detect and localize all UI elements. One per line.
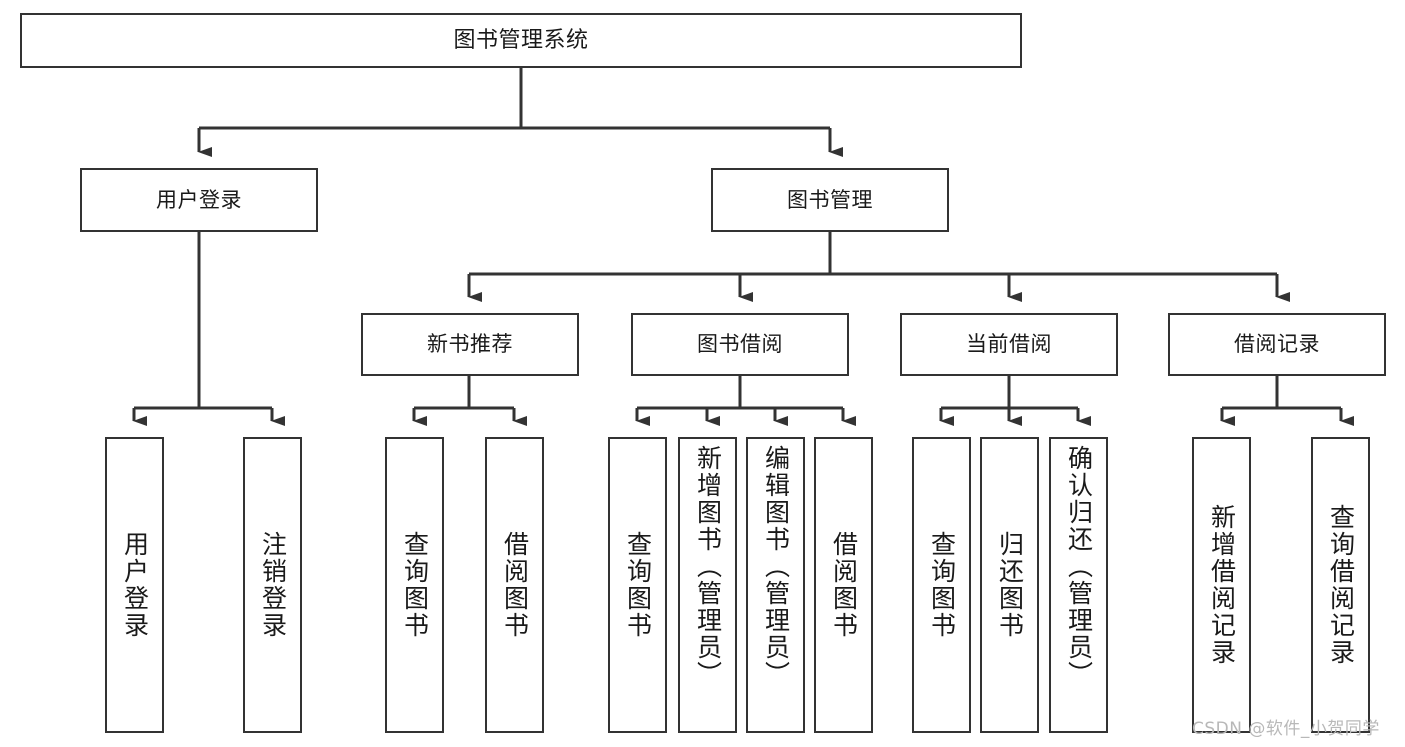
node-label: 图书管理 [787,187,873,212]
node-label: 新书推荐 [427,332,513,357]
node-label: 图书借阅 [697,332,783,357]
leaf-label: 借阅图书 [500,531,530,639]
csdn-watermark: CSDN @软件_小贺同学 [1192,719,1380,739]
leaf-borrow-record-1[interactable]: 查询借阅记录 [1311,437,1370,733]
leaf-book-borrow-2[interactable]: 编辑图书（管理员） [746,437,805,733]
leaf-user-login-1[interactable]: 注销登录 [243,437,302,733]
node-book-management[interactable]: 图书管理 [711,168,949,232]
leaf-book-borrow-0[interactable]: 查询图书 [608,437,667,733]
leaf-label: 编辑图书（管理员） [761,445,791,688]
node-book-borrow[interactable]: 图书借阅 [631,313,849,376]
leaf-new-book-rec-0[interactable]: 查询图书 [385,437,444,733]
node-current-borrow[interactable]: 当前借阅 [900,313,1118,376]
node-user-login[interactable]: 用户登录 [80,168,318,232]
leaf-book-borrow-3[interactable]: 借阅图书 [814,437,873,733]
leaf-label: 查询图书 [623,531,653,639]
leaf-current-borrow-0[interactable]: 查询图书 [912,437,971,733]
node-new-book-recommend[interactable]: 新书推荐 [361,313,579,376]
node-root-system[interactable]: 图书管理系统 [20,13,1022,68]
leaf-current-borrow-2[interactable]: 确认归还（管理员） [1049,437,1108,733]
node-label: 图书管理系统 [453,27,589,53]
node-label: 当前借阅 [966,332,1052,357]
leaf-label: 归还图书 [995,531,1025,639]
leaf-label: 查询借阅记录 [1326,504,1356,666]
leaf-label: 借阅图书 [829,531,859,639]
leaf-label: 注销登录 [258,531,288,639]
leaf-label: 新增图书（管理员） [693,445,723,688]
leaf-label: 查询图书 [927,531,957,639]
leaf-book-borrow-1[interactable]: 新增图书（管理员） [678,437,737,733]
leaf-borrow-record-0[interactable]: 新增借阅记录 [1192,437,1251,733]
leaf-new-book-rec-1[interactable]: 借阅图书 [485,437,544,733]
leaf-label: 新增借阅记录 [1207,504,1237,666]
node-label: 用户登录 [156,187,242,212]
leaf-current-borrow-1[interactable]: 归还图书 [980,437,1039,733]
node-label: 借阅记录 [1234,332,1320,357]
leaf-label: 确认归还（管理员） [1064,445,1094,688]
leaf-label: 查询图书 [400,531,430,639]
node-borrow-record[interactable]: 借阅记录 [1168,313,1386,376]
leaf-label: 用户登录 [120,531,150,639]
leaf-user-login-0[interactable]: 用户登录 [105,437,164,733]
